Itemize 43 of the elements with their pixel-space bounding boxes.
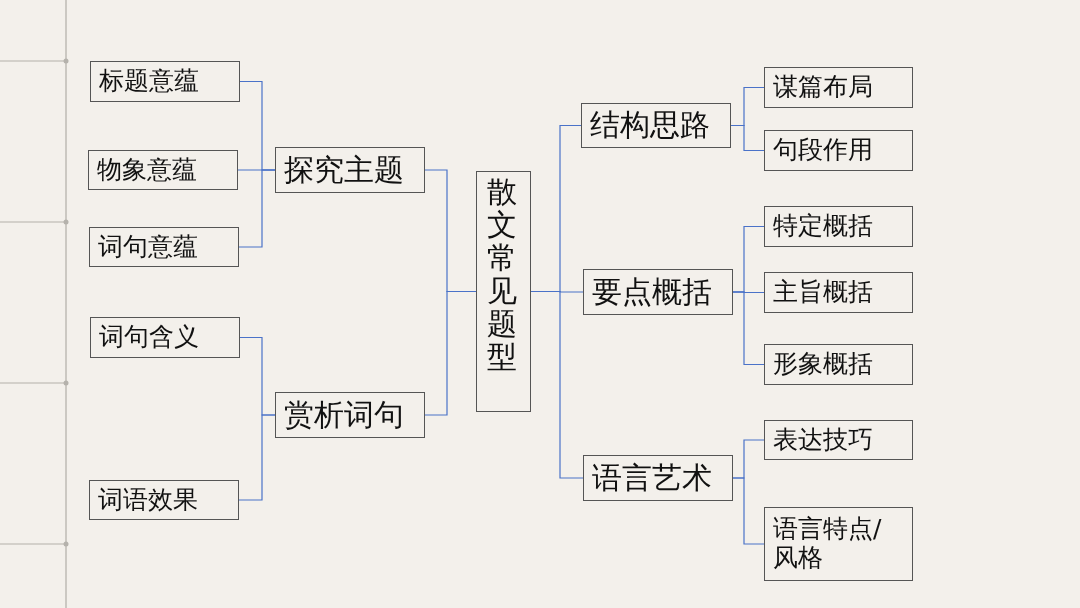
topic-text: 语言特点/风格 — [773, 515, 883, 573]
topic-text: 句段作用 — [773, 136, 873, 165]
connector-line — [238, 414, 276, 501]
topic-text: 标题意蕴 — [99, 67, 199, 96]
topic-box — [90, 317, 240, 358]
topic-text: 要点概括 — [592, 274, 712, 310]
topic-box — [583, 455, 733, 501]
topic-text: 特定概括 — [773, 212, 873, 241]
connector-line — [424, 290, 477, 416]
topic-text: 语言艺术 — [592, 460, 712, 496]
topic-box — [764, 206, 913, 247]
connector-line — [732, 291, 765, 366]
topic-text: 探究主题 — [284, 152, 404, 188]
topic-text: 赏析词句 — [284, 397, 404, 433]
topic-box — [90, 61, 240, 102]
topic-text: 词句意蕴 — [98, 232, 198, 262]
topic-text: 主旨概括 — [773, 278, 873, 307]
topic-text: 词语效果 — [98, 485, 198, 515]
topic-box — [583, 269, 733, 315]
topic-box — [764, 67, 913, 108]
connector-line — [730, 124, 765, 152]
topic-text: 结构思路 — [590, 108, 710, 143]
topic-box — [764, 272, 913, 313]
topic-text: 物象意蕴 — [97, 155, 197, 185]
connector-line — [238, 169, 276, 248]
topic-text: 表达技巧 — [773, 425, 873, 455]
topic-box — [89, 480, 239, 520]
topic-box — [764, 344, 913, 385]
topic-box — [89, 227, 239, 267]
topic-box — [764, 420, 913, 460]
central-topic-box — [476, 171, 531, 412]
topic-box — [581, 103, 731, 148]
topic-text: 谋篇布局 — [773, 73, 873, 102]
connector-line — [530, 290, 584, 479]
topic-box — [764, 130, 913, 171]
topic-box — [764, 507, 913, 581]
topic-text: 形象概括 — [773, 350, 873, 379]
connector-line — [732, 477, 765, 545]
topic-box — [275, 147, 425, 193]
topic-box — [88, 150, 238, 190]
topic-text: 词句含义 — [99, 323, 199, 352]
topic-text: 散文常见题型 — [487, 175, 517, 373]
topic-box — [275, 392, 425, 438]
